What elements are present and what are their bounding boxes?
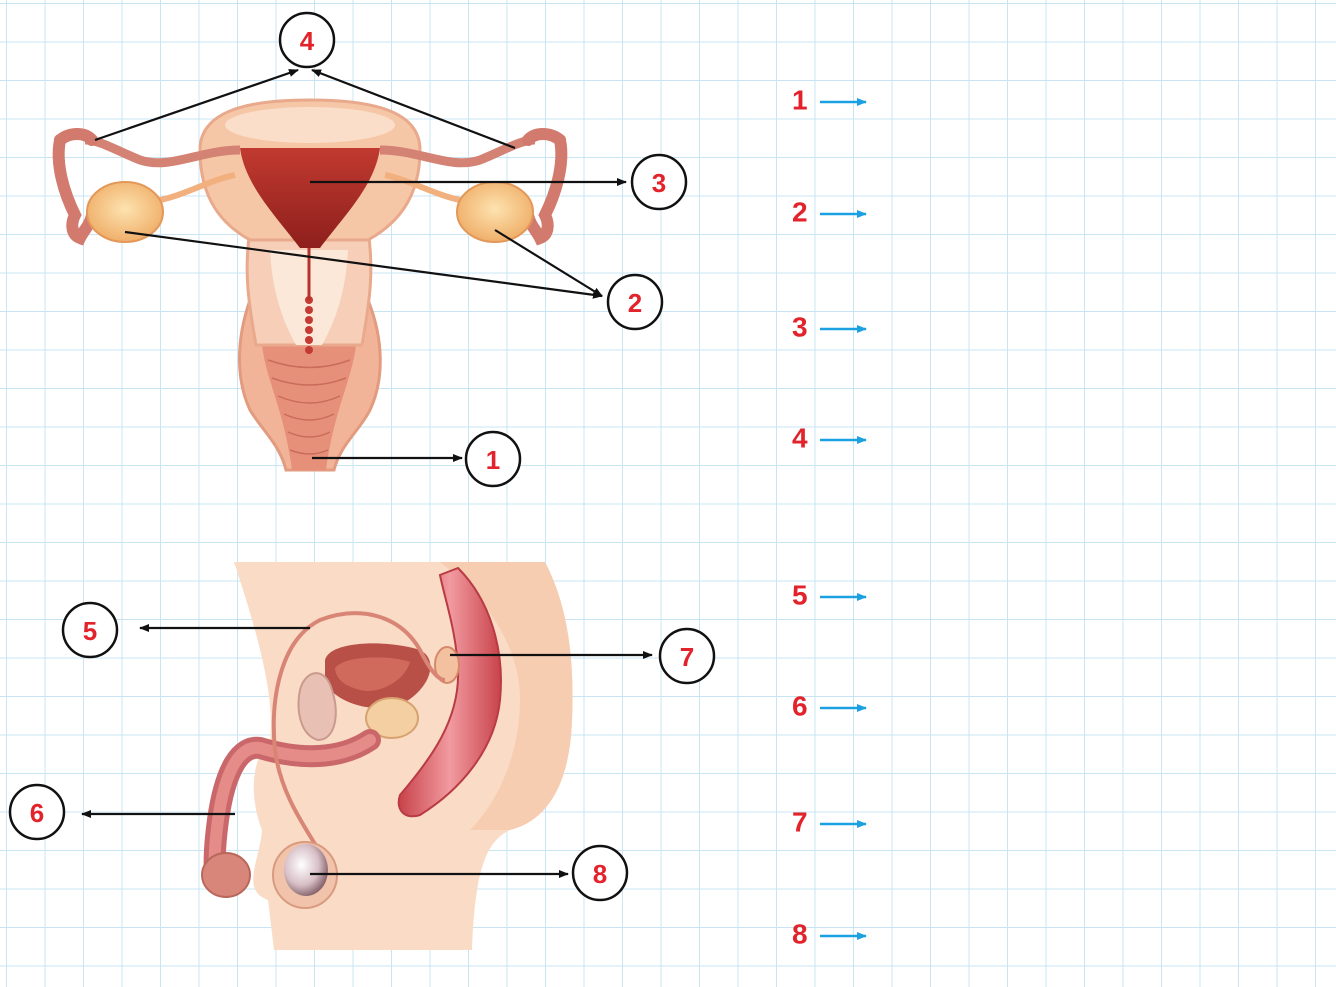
- answer-row: 4: [792, 423, 866, 454]
- callout-8: 8: [573, 846, 627, 900]
- callout-7: 7: [660, 629, 714, 683]
- callout-3-label: 3: [652, 168, 666, 198]
- callout-1-label: 1: [486, 445, 500, 475]
- male-reproductive-diagram: [202, 562, 573, 950]
- callout-1: 1: [466, 432, 520, 486]
- answer-rows: 1 2 3 4 5 6 7 8: [792, 85, 866, 950]
- answer-row-number: 2: [792, 197, 808, 228]
- answer-row-number: 6: [792, 691, 808, 722]
- callout-5-label: 5: [83, 616, 97, 646]
- answer-row-number: 3: [792, 312, 808, 343]
- answer-row: 7: [792, 807, 866, 838]
- answer-row: 5: [792, 580, 866, 611]
- answer-row: 8: [792, 919, 866, 950]
- answer-row: 2: [792, 197, 866, 228]
- callout-4: 4: [280, 13, 334, 67]
- callout-2-label: 2: [628, 288, 642, 318]
- answer-row-number: 1: [792, 85, 808, 116]
- callout-6-label: 6: [30, 798, 44, 828]
- callout-4-label: 4: [300, 26, 315, 56]
- callout-3: 3: [632, 155, 686, 209]
- answer-row-number: 8: [792, 919, 808, 950]
- callout-7-label: 7: [680, 642, 694, 672]
- answer-row-number: 5: [792, 580, 808, 611]
- callout-8-label: 8: [593, 859, 607, 889]
- callout-6: 6: [10, 785, 64, 839]
- callout-2: 2: [608, 275, 662, 329]
- callout-5: 5: [63, 603, 117, 657]
- answer-row-number: 4: [792, 423, 808, 454]
- answer-row: 6: [792, 691, 866, 722]
- answer-row-number: 7: [792, 807, 808, 838]
- answer-row: 3: [792, 312, 866, 343]
- female-reproductive-diagram: [59, 100, 562, 470]
- answer-row: 1: [792, 85, 866, 116]
